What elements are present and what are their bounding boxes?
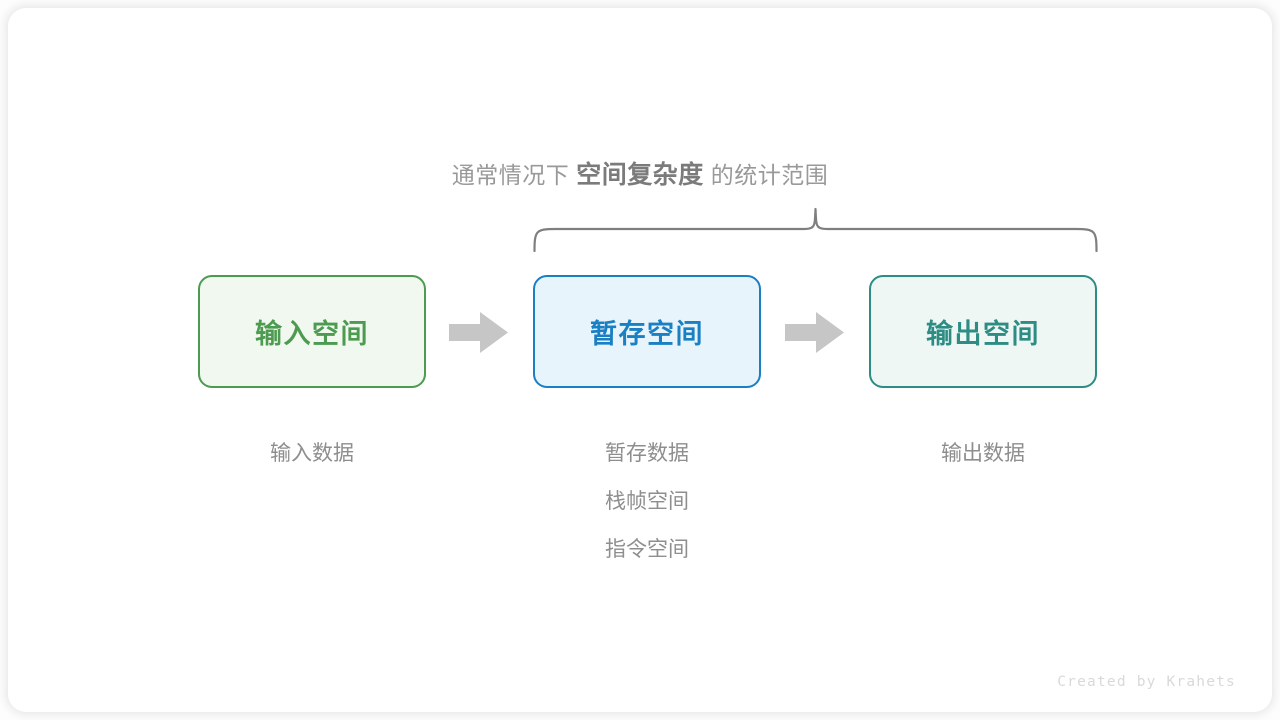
box-temp-space-label: 暂存空间 xyxy=(590,319,704,349)
arrow-right-icon xyxy=(785,312,844,353)
title-prefix: 通常情况下 xyxy=(451,162,570,188)
caption-line: 栈帧空间 xyxy=(605,490,689,513)
box-input-space-label: 输入空间 xyxy=(255,319,369,349)
caption-input: 输入数据 xyxy=(162,430,462,478)
title-emphasis: 空间复杂度 xyxy=(576,161,704,189)
diagram-card: 通常情况下空间复杂度的统计范围 输入空间 暂存空间 输出空间 输入数据 暂存数据 xyxy=(8,8,1272,712)
caption-line: 输入数据 xyxy=(270,442,354,465)
caption-line: 指令空间 xyxy=(605,538,689,561)
watermark-credit: Created by Krahets xyxy=(1057,674,1236,690)
box-temp-space[interactable]: 暂存空间 xyxy=(533,275,761,388)
diagram-title: 通常情况下空间复杂度的统计范围 xyxy=(8,158,1272,192)
title-suffix: 的统计范围 xyxy=(710,162,829,188)
caption-temp: 暂存数据 栈帧空间 指令空间 xyxy=(497,430,797,574)
box-input-space[interactable]: 输入空间 xyxy=(198,275,426,388)
scope-brace-icon xyxy=(533,207,1098,253)
box-output-space[interactable]: 输出空间 xyxy=(869,275,1097,388)
arrow-right-icon xyxy=(449,312,508,353)
caption-output: 输出数据 xyxy=(833,430,1133,478)
caption-line: 暂存数据 xyxy=(605,442,689,465)
box-output-space-label: 输出空间 xyxy=(926,319,1040,349)
caption-line: 输出数据 xyxy=(941,442,1025,465)
